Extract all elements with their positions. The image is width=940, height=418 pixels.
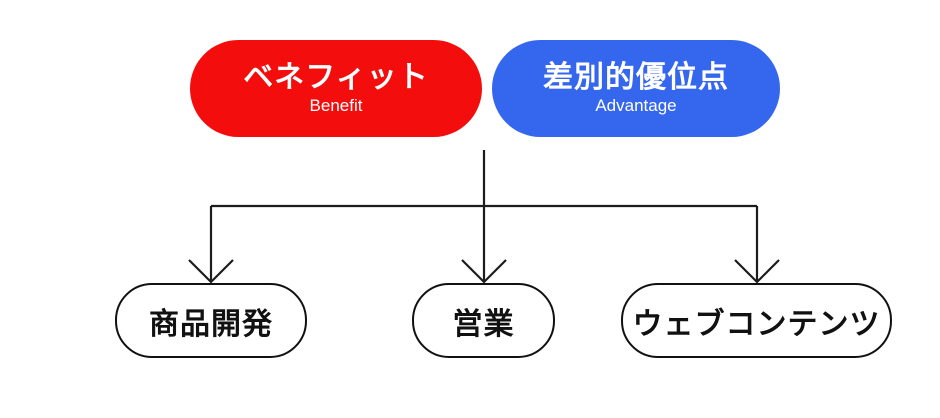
node-benefit-label: ベネフィット xyxy=(243,61,429,95)
node-product-development-label: 商品開発 xyxy=(149,307,273,341)
arrowhead-left-icon xyxy=(188,259,234,284)
node-benefit: ベネフィット Benefit xyxy=(190,40,482,137)
node-product-development: 商品開発 xyxy=(115,283,307,358)
node-advantage-sublabel: Advantage xyxy=(595,96,677,116)
node-advantage: 差別的優位点 Advantage xyxy=(492,40,780,137)
node-sales-label: 営業 xyxy=(452,307,515,341)
arrowhead-center-icon xyxy=(461,259,507,284)
node-sales: 営業 xyxy=(412,283,555,358)
node-benefit-sublabel: Benefit xyxy=(309,96,363,116)
node-web-content: ウェブコンテンツ xyxy=(621,283,892,358)
node-web-content-label: ウェブコンテンツ xyxy=(632,307,881,341)
arrowhead-right-icon xyxy=(734,259,780,284)
node-advantage-label: 差別的優位点 xyxy=(543,61,729,95)
